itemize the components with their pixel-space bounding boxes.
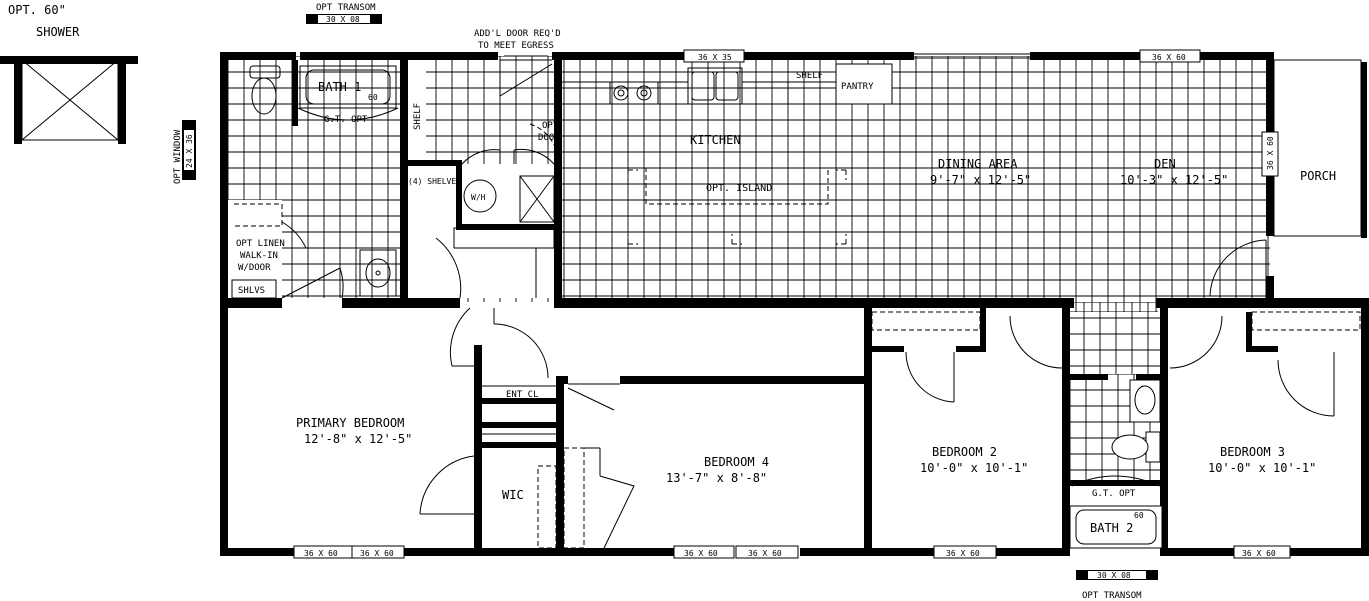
shelves-4: (4) SHELVES (408, 177, 461, 186)
linen-line2: WALK-IN (240, 251, 278, 261)
kitchen-sink (687, 67, 743, 105)
linen-line1: OPT LINEN (236, 239, 285, 249)
toilet-bowl-2 (1111, 434, 1149, 460)
bath1-tub-size: 60 (368, 93, 378, 102)
bedroom2-name: BEDROOM 2 (932, 445, 997, 459)
tile-grid-hall (1068, 302, 1160, 374)
kitchen-name: KITCHEN (690, 133, 741, 147)
bath2-name: BATH 2 (1090, 521, 1133, 535)
den-name: DEN (1154, 157, 1176, 171)
bottom-transom-label: OPT TRANSOM (1082, 591, 1142, 601)
shlvs-label: SHLVS (238, 286, 265, 296)
window-den-side: 36 X 60 (1266, 136, 1275, 170)
wh-label: W/H (471, 193, 486, 202)
window-primary-2: 36 X 60 (360, 549, 394, 558)
window-bed2: 36 X 60 (946, 549, 980, 558)
shelf-label: SHELF (796, 71, 823, 81)
bedroom2-dims: 10'-0" x 10'-1" (920, 461, 1028, 475)
window-kitchen: 36 X 35 (698, 53, 732, 62)
opt-window-label: OPT WINDOW (173, 129, 183, 184)
egress-note-line1: ADD'L DOOR REQ'D (474, 29, 561, 39)
dining-dims: 9'-7" x 12'-5" (930, 173, 1031, 187)
opt-shower-line1: OPT. 60" (8, 3, 66, 17)
bath1-tub-inner (305, 69, 391, 105)
window-bed4-2: 36 X 60 (748, 549, 782, 558)
opt-window-size: 24 X 36 (185, 134, 194, 168)
window-den-top: 36 X 60 (1152, 53, 1186, 62)
opt-door-line2: DOOR (538, 133, 560, 143)
sink-bath1 (359, 249, 397, 297)
bedroom3-name: BEDROOM 3 (1220, 445, 1285, 459)
bedroom4-dims: 13'-7" x 8'-8" (666, 471, 767, 485)
opt-island (645, 167, 829, 205)
egress-note-line2: TO MEET EGRESS (478, 41, 554, 51)
wh-closet-box (519, 175, 555, 223)
primary-name: PRIMARY BEDROOM (296, 416, 404, 430)
bath1-gt-opt: G.T. OPT (324, 115, 368, 125)
opt-shower-line2: SHOWER (36, 25, 80, 39)
island-name: OPT. ISLAND (706, 183, 772, 194)
windows (182, 14, 1291, 580)
window-bed3: 36 X 60 (1242, 549, 1276, 558)
interior-walls (292, 56, 1278, 556)
shelf-box (787, 81, 837, 105)
bedroom4-name: BEDROOM 4 (704, 455, 769, 469)
bedroom3-dims: 10'-0" x 10'-1" (1208, 461, 1316, 475)
porch-name: PORCH (1300, 169, 1336, 183)
pantry-box (835, 63, 893, 105)
window-primary-1: 36 X 60 (304, 549, 338, 558)
top-transom-label: OPT TRANSOM (316, 3, 376, 13)
bottom-transom-size: 30 X 08 (1097, 571, 1131, 580)
bath2-gt-opt: G.T. OPT (1092, 489, 1136, 499)
bath2-tub (1069, 505, 1163, 549)
toilet-bowl-1 (251, 77, 277, 115)
bath2-tub-size: 60 (1134, 511, 1144, 520)
shelf-vertical: SHELF (413, 103, 423, 130)
exterior-walls (220, 52, 1369, 556)
ent-cl-name: ENT CL (506, 390, 539, 400)
linen-line3: W/DOOR (238, 263, 271, 273)
den-dims: 10'-3" x 12'-5" (1120, 173, 1228, 187)
window-bed4-1: 36 X 60 (684, 549, 718, 558)
top-transom-size: 30 X 08 (326, 15, 360, 24)
dining-name: DINING AREA (938, 157, 1018, 171)
water-heater (463, 179, 497, 213)
opt-door-line1: OPT (542, 121, 559, 131)
bath1-name: BATH 1 (318, 80, 361, 94)
bath1-tub (299, 65, 397, 109)
primary-dims: 12'-8" x 12'-5" (304, 432, 412, 446)
wic-name: WIC (502, 488, 524, 502)
pantry-label: PANTRY (841, 82, 874, 92)
